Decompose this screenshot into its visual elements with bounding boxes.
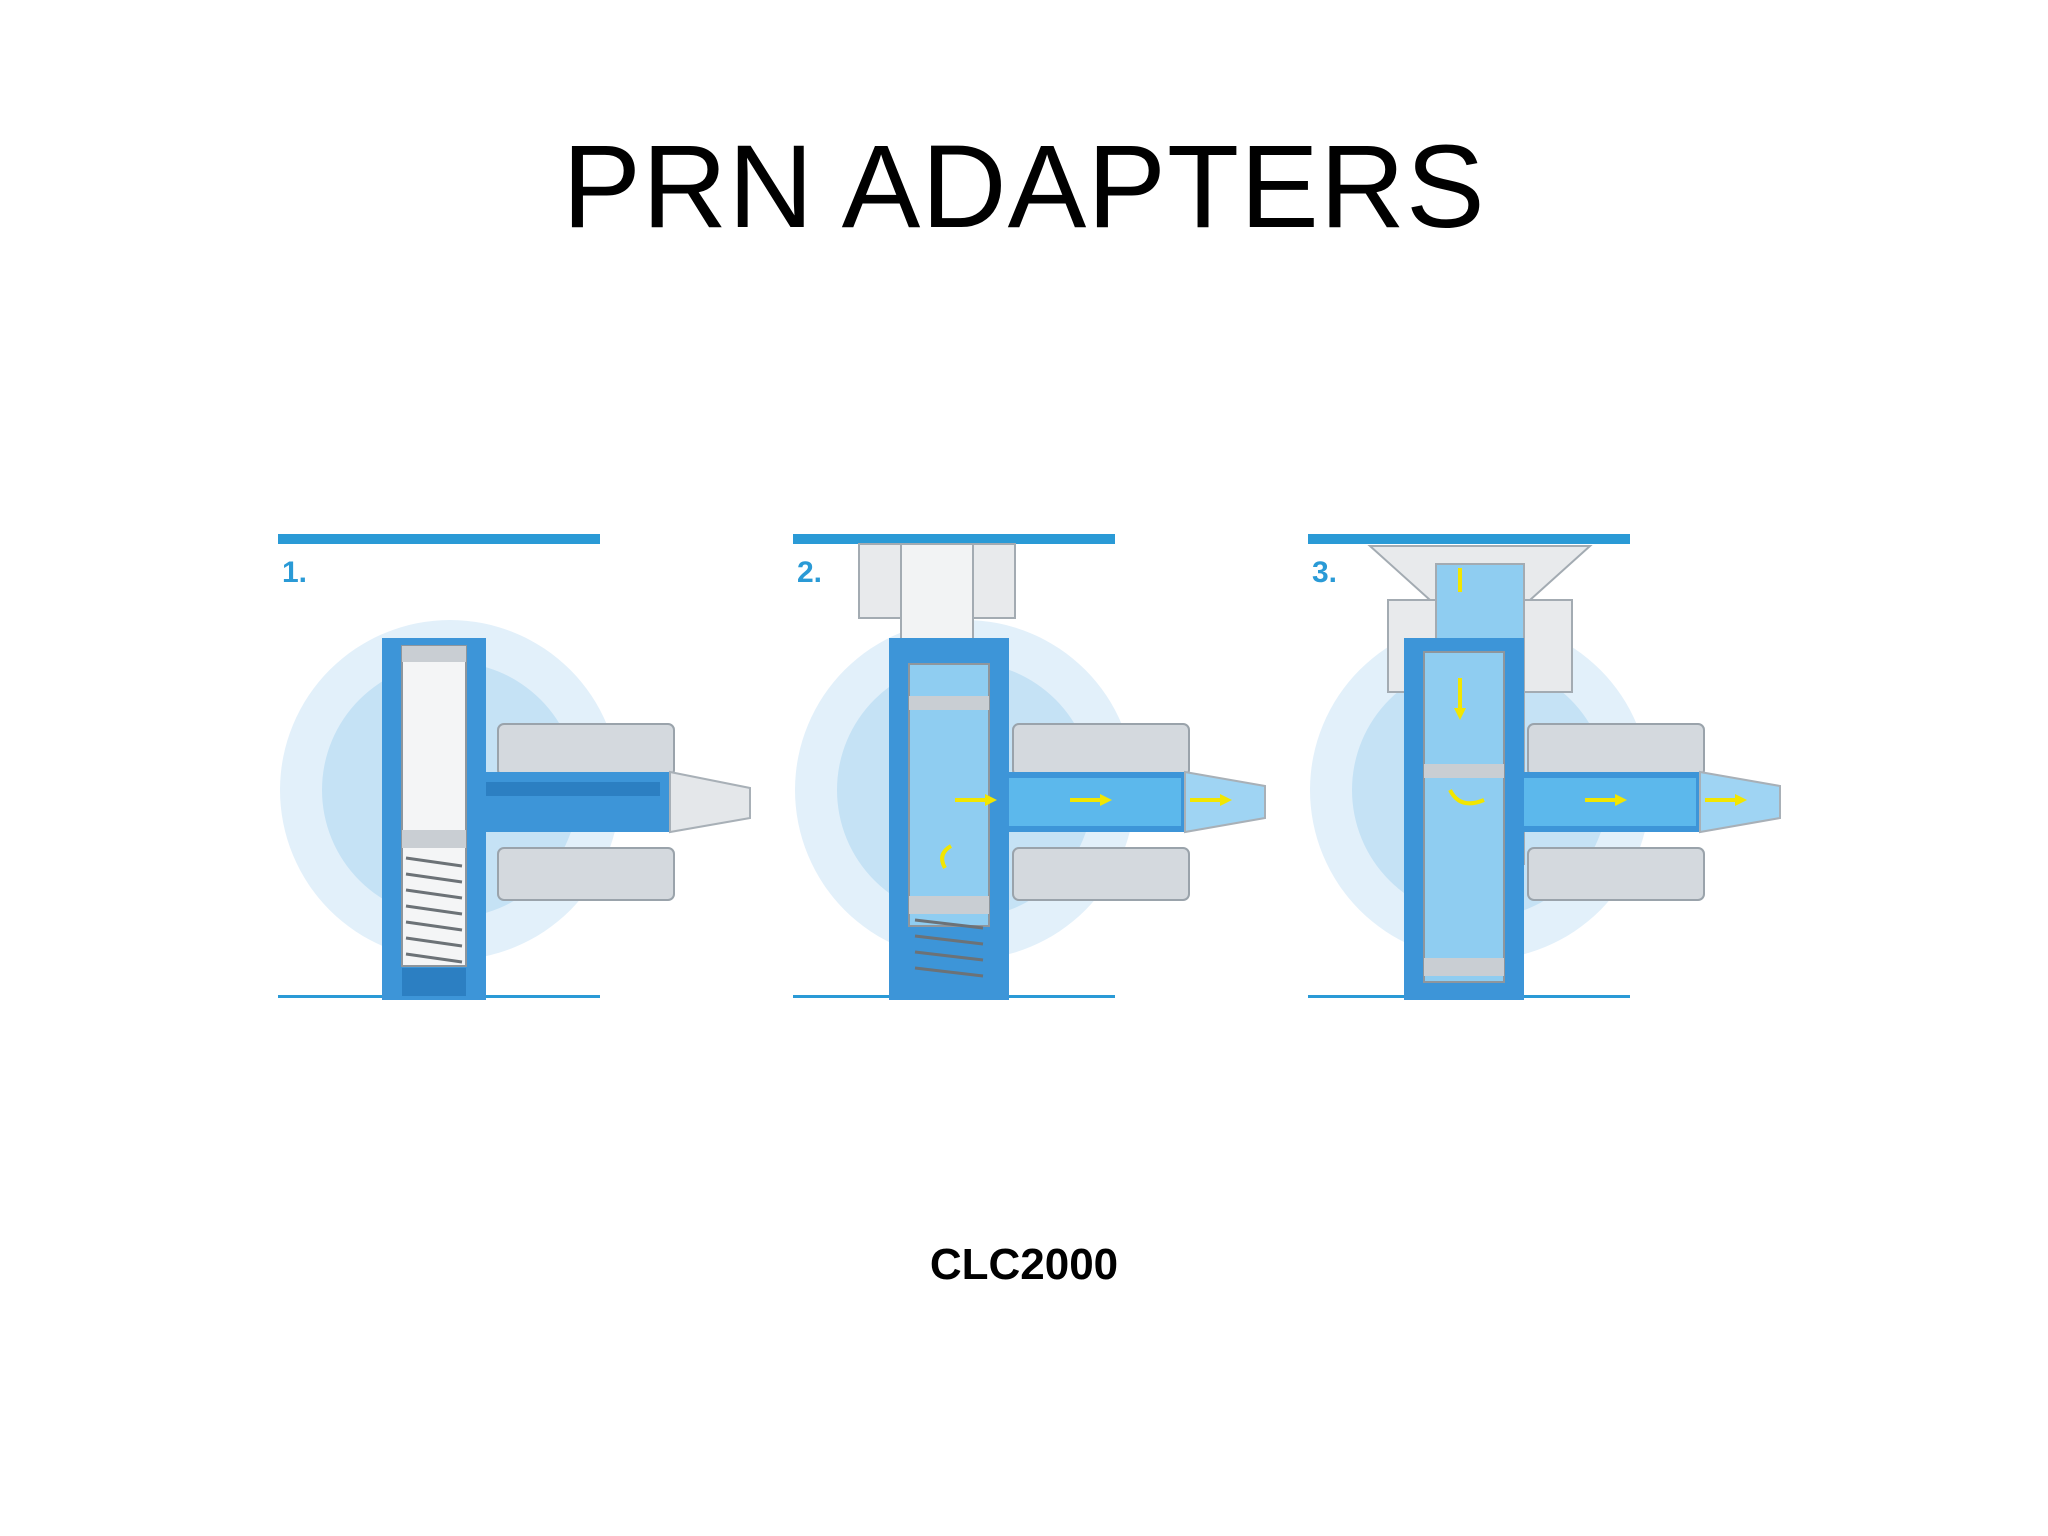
step-2-number: 2. [797,556,823,589]
slide-caption: CLC2000 [929,1240,1119,1289]
slide-title: PRN ADAPTERS [562,121,1486,253]
step-2-illustration [793,534,1266,1000]
step-2-panel: 2. [785,528,1266,1008]
step-3-illustration [1308,534,1781,1000]
step-1-number: 1. [282,556,308,589]
prn-adapter-diagram: 1. [270,528,1810,1008]
step-3-panel: 3. [1300,528,1781,1008]
step-3-number: 3. [1312,556,1338,589]
step-1-illustration [278,534,751,1000]
step-1-panel: 1. [270,528,751,1008]
